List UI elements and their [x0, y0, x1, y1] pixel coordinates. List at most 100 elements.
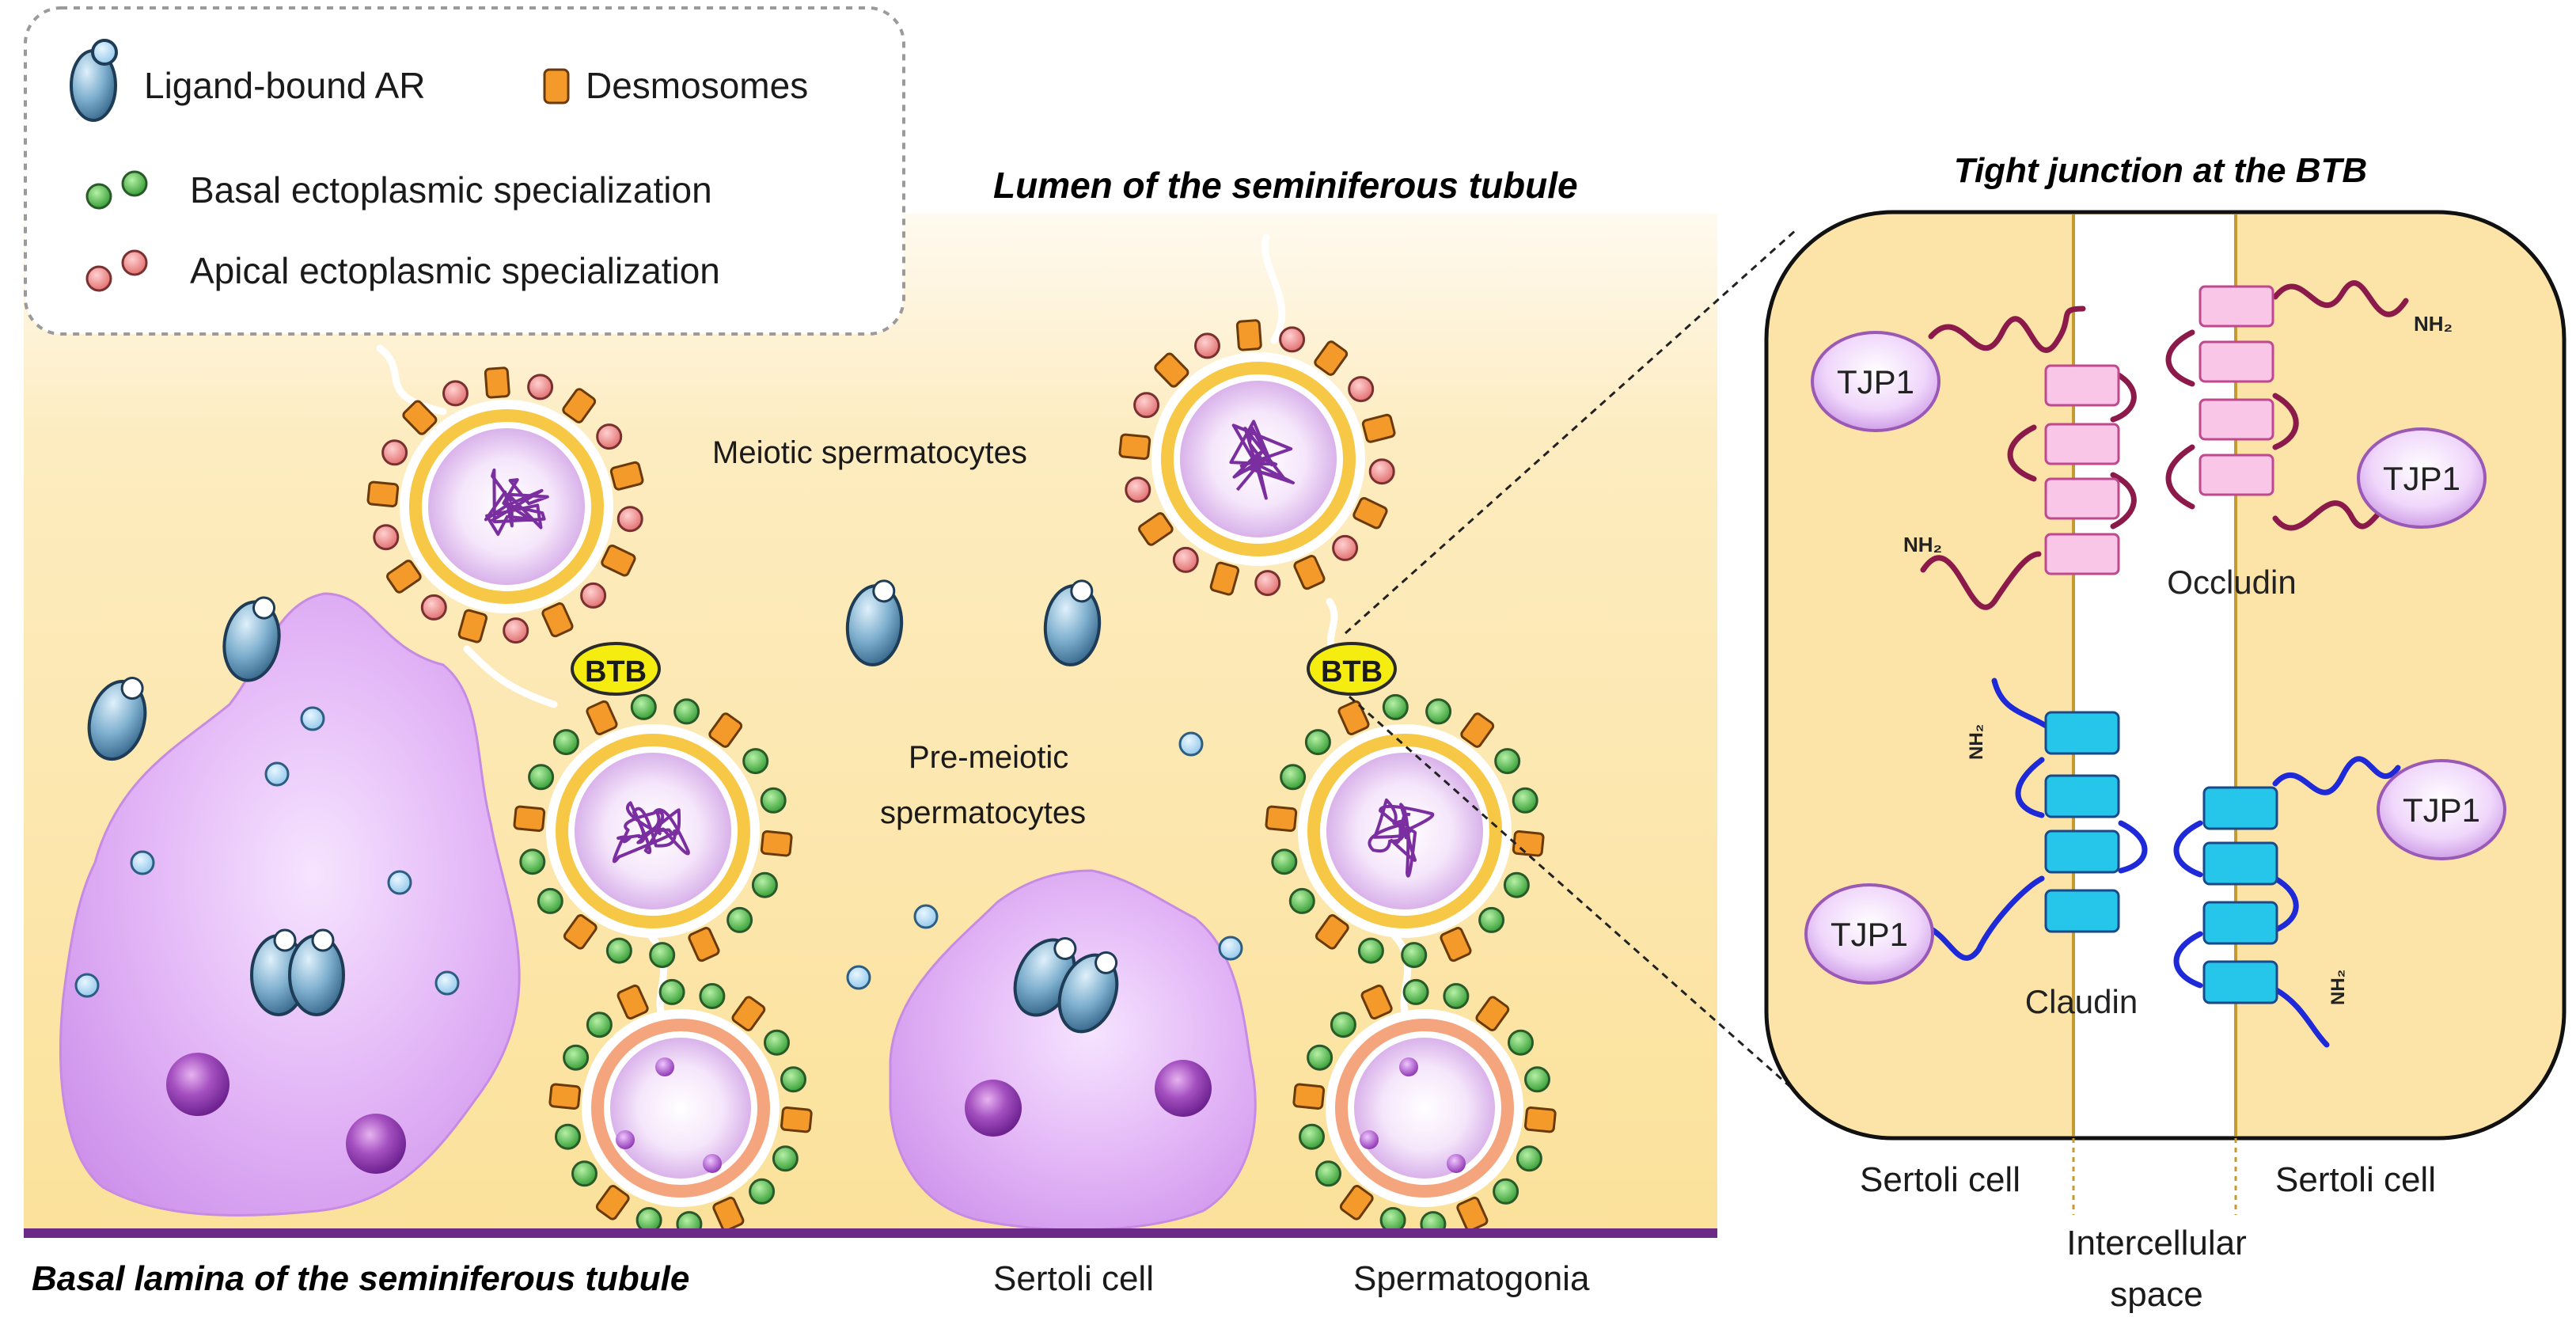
desmosome: [548, 1083, 582, 1110]
claudin-domain: [2044, 889, 2120, 933]
desmosome: [1512, 829, 1545, 857]
androgen-dot: [1218, 936, 1243, 961]
desmosome: [586, 700, 618, 735]
apical-es-dot: [580, 582, 607, 609]
desmosome: [562, 388, 597, 423]
desmosome: [1337, 700, 1370, 735]
desmosome: [1475, 996, 1510, 1032]
sertoli-cell-bottom-label: Sertoli cell: [993, 1259, 1154, 1298]
apical-es-dot: [1133, 392, 1160, 419]
nucleolus: [1399, 1057, 1418, 1076]
desmosome: [1209, 561, 1240, 596]
desmosome: [1361, 413, 1396, 443]
desmosome: [760, 829, 793, 857]
basal-es-dot: [673, 698, 700, 725]
ligand: [872, 579, 896, 603]
occludin-domain: [2044, 533, 2120, 575]
desmosome: [609, 461, 644, 491]
claudin-domain: [2202, 786, 2278, 830]
desmosome: [1360, 984, 1393, 1020]
tjp1-label: TJP1: [1837, 363, 1914, 400]
germ-cells: [366, 319, 1557, 1238]
basal-es-dot: [630, 693, 657, 720]
chromatin: [484, 468, 549, 536]
ligand: [120, 677, 144, 700]
desmosome: [484, 366, 510, 399]
green-dot-icon: [85, 170, 148, 210]
basal-es-dot: [605, 937, 632, 964]
ligand-bound-ar-icon: [845, 579, 904, 666]
pink-dot-icon: [85, 249, 148, 292]
desmosome: [1118, 433, 1151, 461]
basal-es-dot: [727, 906, 753, 933]
desmosome: [1235, 319, 1262, 351]
androgen-dot: [846, 965, 871, 990]
basal-es-dot: [1280, 764, 1307, 791]
nucleolus: [1447, 1154, 1466, 1173]
apical-es-dot: [527, 374, 554, 400]
desmosome: [402, 400, 438, 435]
tjp1-label: TJP1: [1831, 916, 1908, 953]
tjp1-bottom-left: TJP1: [1804, 883, 1934, 985]
apical-es-dot: [1194, 332, 1220, 359]
basal-es-dot: [1425, 698, 1452, 725]
desmosome: [386, 560, 422, 594]
basal-es-dot: [1357, 937, 1384, 964]
tjp1-label: TJP1: [2383, 460, 2460, 497]
gonia-cell: [548, 978, 813, 1238]
claudin-label: Claudin: [2025, 983, 2138, 1020]
basal-es-dot: [1307, 1044, 1334, 1071]
ligand-bound-ar-icon: [87, 677, 147, 761]
meiotic-label: Meiotic spermatocytes: [712, 435, 1027, 470]
desmosome: [1523, 1106, 1557, 1133]
tjp1-top-right: TJP1: [2357, 427, 2487, 529]
desmosome: [457, 609, 488, 643]
desmosome: [1440, 927, 1472, 962]
basal-es-dot: [1315, 1160, 1341, 1187]
desmosome: [541, 602, 574, 638]
ligand: [273, 928, 297, 952]
ligand: [1070, 579, 1094, 603]
legend-ligand-ar-label: Ligand-bound AR: [144, 65, 426, 106]
tjp1-bottom-right: TJP1: [2377, 759, 2506, 860]
sertoli-nucleus: [965, 1080, 1022, 1137]
apical-es-dot: [1172, 546, 1199, 573]
occludin-domain: [2044, 477, 2120, 520]
tjp1-top-left: TJP1: [1811, 331, 1941, 432]
desmosome: [1154, 352, 1189, 388]
legend-desmosomes-label: Desmosomes: [586, 65, 808, 106]
basal-es-dot: [780, 1066, 806, 1093]
apical-es-dot: [381, 439, 408, 466]
desmosome: [1314, 340, 1349, 376]
claudin-domain: [2202, 901, 2278, 945]
apical-es-dot: [596, 423, 623, 450]
basal-lamina-line: [24, 1228, 1717, 1238]
ar-dimer-icon: [288, 928, 345, 1016]
cell-nucleus: [610, 1038, 751, 1179]
basal-es-dot: [571, 1160, 598, 1187]
ar-dimer-icon: [1057, 951, 1119, 1034]
tight-junction-inset: Tight junction at the BTB NH₂ NH₂ Occlud…: [1764, 151, 2567, 1314]
intercellular-label-1: Intercellular: [2066, 1224, 2246, 1262]
basal-es-dot: [1503, 871, 1530, 898]
basal-es-dot: [772, 1145, 799, 1172]
sertoli-nucleus: [1155, 1060, 1212, 1117]
androgen-dots-group: [74, 706, 1243, 998]
basal-es-dot: [1330, 1012, 1356, 1038]
apical-es-dot: [1279, 326, 1306, 353]
basal-es-dot: [764, 1029, 790, 1056]
btb-left-label: BTB: [585, 655, 647, 689]
basal-es-dot: [1443, 983, 1470, 1009]
desmosome: [1339, 1184, 1374, 1220]
ligand: [1053, 937, 1077, 961]
desmosome-icon: [543, 68, 570, 104]
basal-es-dot: [1401, 942, 1428, 969]
apical-es-dot: [1332, 534, 1359, 561]
nucleolus: [655, 1057, 674, 1076]
desmosome: [1456, 1196, 1489, 1232]
occludin-domain: [2199, 340, 2274, 383]
basal-es-dot: [751, 871, 778, 898]
btb-badge-left: BTB: [571, 642, 661, 696]
desmosome: [1138, 512, 1174, 546]
